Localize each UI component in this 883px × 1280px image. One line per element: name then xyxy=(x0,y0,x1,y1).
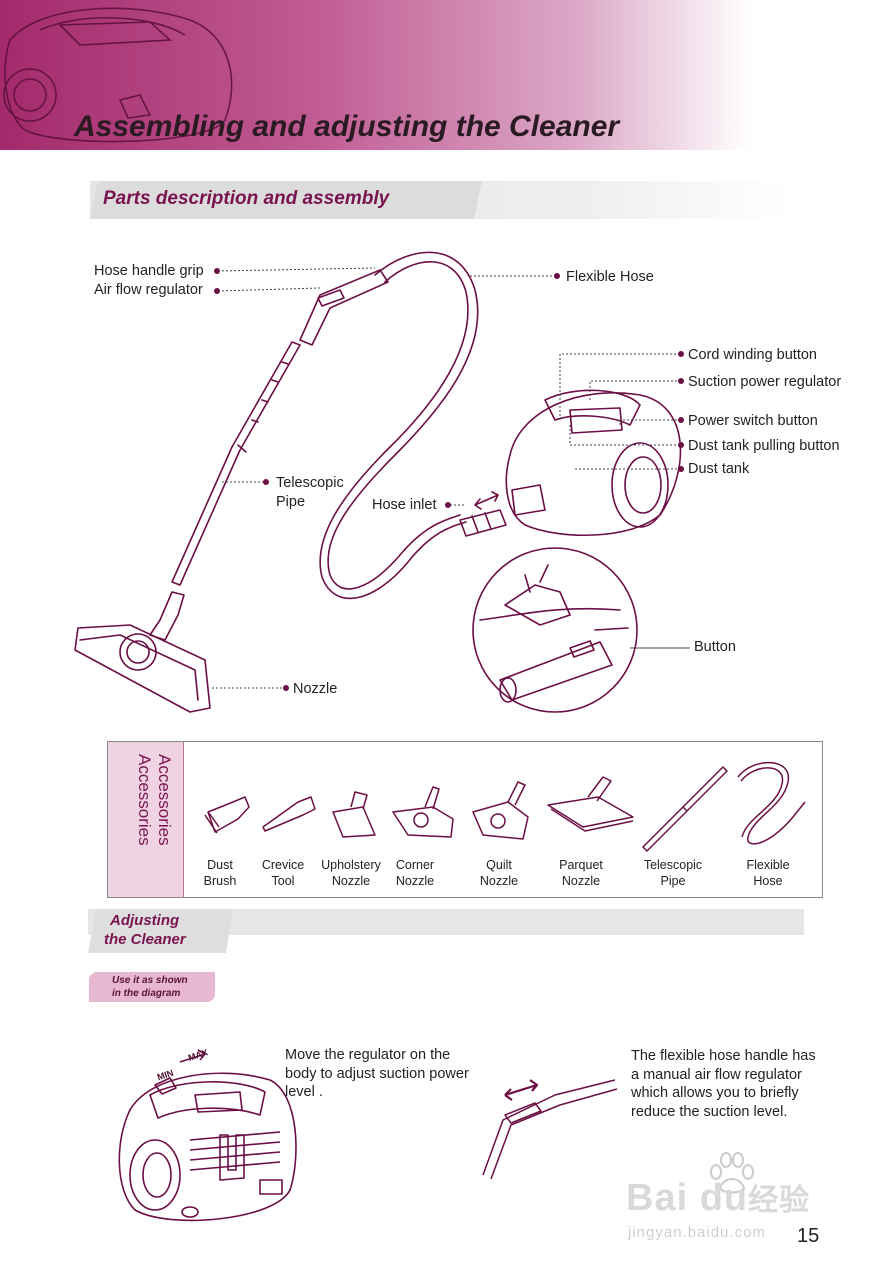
accessory-label-line1: Corner xyxy=(395,858,435,872)
accessory-label-line2: Tool xyxy=(271,874,295,888)
vacuum-cleaner-banner-illustration xyxy=(3,7,233,143)
accessory-label-line1: Dust xyxy=(207,858,233,872)
accessory-label-line1: Upholstery xyxy=(321,858,381,872)
telescopic-pipe-icon xyxy=(642,766,728,852)
label-telescopic-pipe-line1: Telescopic xyxy=(276,475,344,491)
accessory-item: Upholstery Nozzle xyxy=(311,857,391,889)
parts-section-title: Parts description and assembly xyxy=(103,188,390,209)
baidu-jingyan-watermark: Bai du经验 jingyan.baidu.com xyxy=(626,1150,876,1245)
adjusting-section-tab xyxy=(88,909,233,953)
watermark-brand-latin: Bai du xyxy=(626,1177,749,1219)
accessory-item: Crevice Tool xyxy=(243,857,323,889)
suction-regulator-illustration xyxy=(118,1049,297,1222)
accessory-item: Corner Nozzle xyxy=(375,857,455,889)
accessories-heading-line1: Accessories xyxy=(155,754,174,846)
accessories-panel: Accessories Accessories xyxy=(107,741,823,898)
accessory-label-line1: Quilt xyxy=(486,858,512,872)
accessory-label-line2: Nozzle xyxy=(479,874,519,888)
label-button: Button xyxy=(694,639,736,655)
usage-note-badge xyxy=(89,972,215,1002)
label-dust-tank-pulling-button: Dust tank pulling button xyxy=(688,438,840,454)
accessory-item: Dust Brush xyxy=(180,857,260,889)
watermark-brand-cn: 经验 xyxy=(748,1184,811,1217)
accessory-item: Telescopic Pipe xyxy=(633,857,713,889)
adjusting-section-title-line2: the Cleaner xyxy=(104,931,186,948)
dust-brush-icon xyxy=(204,796,250,834)
label-hose-handle-grip: Hose handle grip xyxy=(94,263,204,279)
accessory-item: Quilt Nozzle xyxy=(459,857,539,889)
hose-handle-air-flow-illustration xyxy=(482,1079,618,1180)
label-suction-power-regulator: Suction power regulator xyxy=(688,374,842,390)
header-banner xyxy=(0,0,883,150)
watermark-brand: Bai du经验 xyxy=(626,1175,810,1220)
vacuum-assembly-diagram xyxy=(74,251,690,713)
accessory-label-line2: Nozzle xyxy=(331,874,371,888)
accessory-label-line1: Crevice xyxy=(261,858,305,872)
accessory-item: Parquet Nozzle xyxy=(541,857,621,889)
page-number: 15 xyxy=(797,1225,820,1247)
accessory-label-line2: Hose xyxy=(753,874,783,888)
label-cord-winding-button: Cord winding button xyxy=(688,347,817,363)
flexible-hose-icon xyxy=(737,761,806,845)
adjusting-section-title-line1: Adjusting xyxy=(110,912,180,929)
accessories-illustrations xyxy=(204,761,806,852)
upholstery-nozzle-icon xyxy=(332,791,376,838)
label-nozzle: Nozzle xyxy=(293,681,338,697)
accessory-label-line1: Telescopic xyxy=(643,858,703,872)
accessory-label-line1: Flexible xyxy=(746,858,790,872)
label-flexible-hose: Flexible Hose xyxy=(566,269,654,285)
accessory-item: Flexible Hose xyxy=(728,857,808,889)
quilt-nozzle-icon xyxy=(472,781,529,840)
label-power-switch-button: Power switch button xyxy=(688,413,818,429)
paw-icon xyxy=(710,1152,754,1194)
accessory-label-line2: Brush xyxy=(203,874,237,888)
accessory-label-line2: Nozzle xyxy=(561,874,601,888)
accessory-label-line1: Parquet xyxy=(559,858,603,872)
crevice-tool-icon xyxy=(262,796,316,832)
label-dust-tank: Dust tank xyxy=(688,461,750,477)
watermark-url: jingyan.baidu.com xyxy=(628,1224,766,1241)
label-air-flow-regulator: Air flow regulator xyxy=(94,282,203,298)
accessory-label-line2: Nozzle xyxy=(395,874,435,888)
label-telescopic-pipe-line2: Pipe xyxy=(276,494,306,510)
usage-note-line2: in the diagram xyxy=(112,988,181,999)
hose-handle-description: The flexible hose handle has a manual ai… xyxy=(631,1048,816,1120)
corner-nozzle-icon xyxy=(392,786,454,838)
parquet-nozzle-icon xyxy=(547,776,634,832)
label-hose-inlet: Hose inlet xyxy=(372,497,437,513)
accessories-heading: Accessories Accessories xyxy=(118,754,174,884)
page-title: Assembling and adjusting the Cleaner xyxy=(74,110,620,143)
accessory-label-line2: Pipe xyxy=(660,874,686,888)
usage-note-line1: Use it as shown xyxy=(112,975,188,986)
suction-regulator-description: Move the regulator on the body to adjust… xyxy=(285,1047,469,1100)
parts-section-tab xyxy=(90,181,482,219)
accessories-side-label-panel xyxy=(108,742,184,897)
accessories-heading-line2: Accessories xyxy=(135,754,154,846)
usage-note-text: Use it as shown in the diagram xyxy=(112,974,212,1000)
